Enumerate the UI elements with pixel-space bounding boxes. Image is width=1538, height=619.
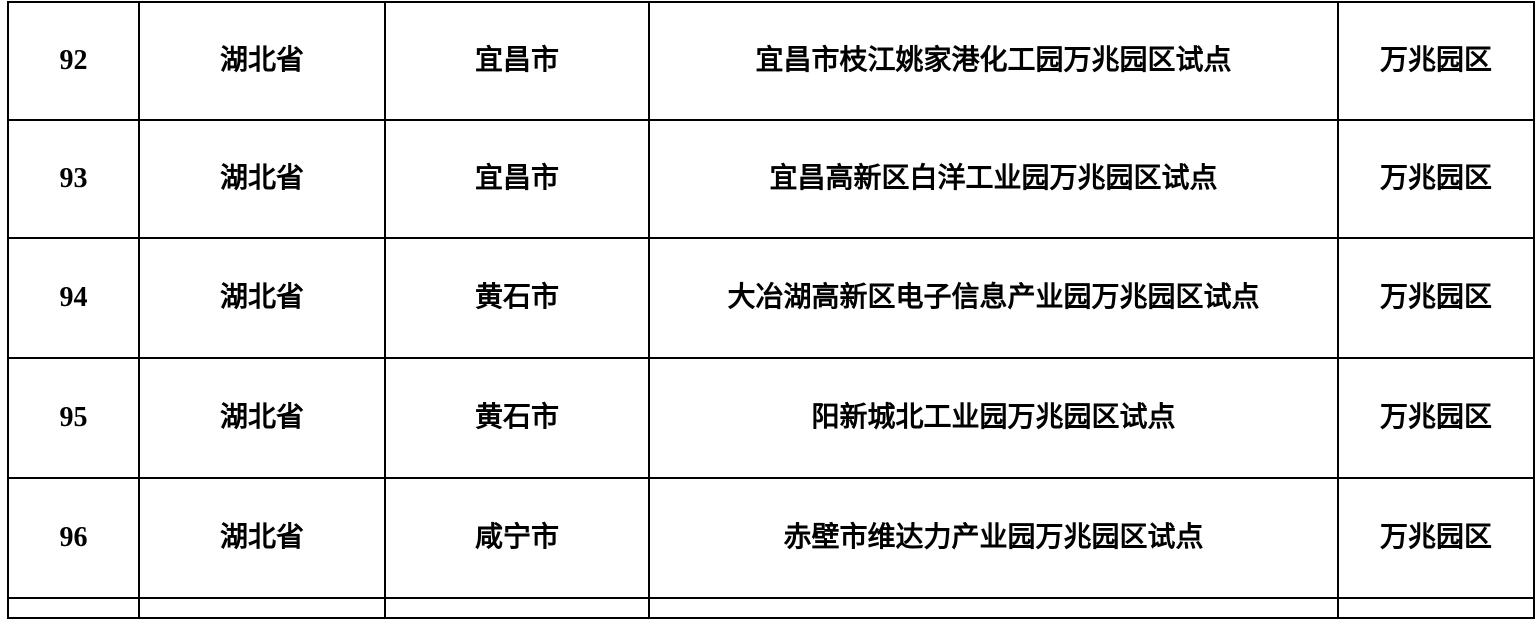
- cell-province: 湖北省: [138, 119, 386, 239]
- cell-type: 万兆园区: [1337, 237, 1535, 359]
- table-row: 93 湖北省 宜昌市 宜昌高新区白洋工业园万兆园区试点 万兆园区: [7, 119, 1535, 239]
- cell-city: 宜昌市: [384, 119, 650, 239]
- cell-province: 湖北省: [138, 1, 386, 121]
- cell-name: 宜昌市枝江姚家港化工园万兆园区试点: [648, 1, 1339, 121]
- cell-name: 宜昌高新区白洋工业园万兆园区试点: [648, 119, 1339, 239]
- cell-city: 黄石市: [384, 237, 650, 359]
- cell-province: 湖北省: [138, 477, 386, 599]
- cell-city: 咸宁市: [384, 477, 650, 599]
- cell-province: 湖北省: [138, 357, 386, 479]
- cell-no: 94: [7, 237, 140, 359]
- table-row: 95 湖北省 黄石市 阳新城北工业园万兆园区试点 万兆园区: [7, 357, 1535, 479]
- cell-type: 万兆园区: [1337, 357, 1535, 479]
- cell-name: 赤壁市维达力产业园万兆园区试点: [648, 477, 1339, 599]
- park-table: 92 湖北省 宜昌市 宜昌市枝江姚家港化工园万兆园区试点 万兆园区 93 湖北省…: [7, 1, 1535, 619]
- cell-city: 黄石市: [384, 357, 650, 479]
- table-row: 94 湖北省 黄石市 大冶湖高新区电子信息产业园万兆园区试点 万兆园区: [7, 237, 1535, 359]
- cell-name: 大冶湖高新区电子信息产业园万兆园区试点: [648, 237, 1339, 359]
- cell-type: 万兆园区: [1337, 1, 1535, 121]
- table-row: 92 湖北省 宜昌市 宜昌市枝江姚家港化工园万兆园区试点 万兆园区: [7, 1, 1535, 121]
- cell-province: 湖北省: [138, 237, 386, 359]
- cell-no: 95: [7, 357, 140, 479]
- cell-no: 93: [7, 119, 140, 239]
- cell-no: 92: [7, 1, 140, 121]
- table-row-partial: [7, 597, 1535, 619]
- cell-name-text: 宜昌高新区白洋工业园万兆园区试点: [769, 163, 1218, 194]
- table-row: 96 湖北省 咸宁市 赤壁市维达力产业园万兆园区试点 万兆园区: [7, 477, 1535, 599]
- cell-name: 阳新城北工业园万兆园区试点: [648, 357, 1339, 479]
- cell-type: 万兆园区: [1337, 119, 1535, 239]
- cell-type: 万兆园区: [1337, 477, 1535, 599]
- cell-city: 宜昌市: [384, 1, 650, 121]
- cell-no: 96: [7, 477, 140, 599]
